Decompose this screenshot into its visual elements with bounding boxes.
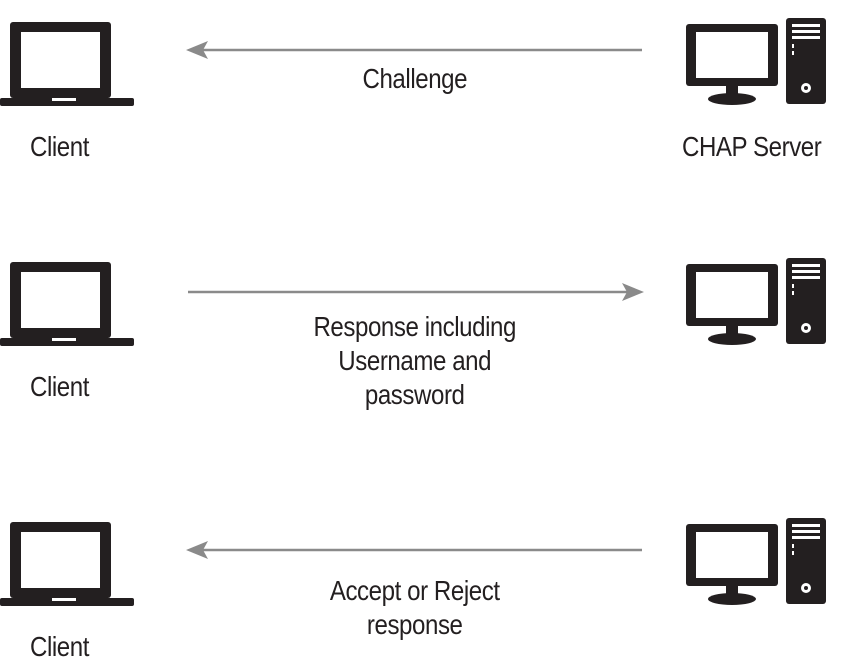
message-text: Response including Username and password	[313, 311, 517, 410]
desktop-server-icon	[686, 18, 826, 105]
arrow-to-server	[188, 283, 644, 301]
message-challenge: Challenge	[200, 62, 630, 96]
arrow-to-client	[186, 541, 642, 559]
laptop-icon	[0, 522, 134, 606]
server-label: CHAP Server	[682, 131, 822, 162]
step-accept-reject: Client Accept or Reject response	[0, 500, 846, 670]
arrow-to-client	[186, 41, 642, 59]
message-text: Challenge	[362, 63, 468, 94]
message-text: Accept or Reject response	[330, 575, 500, 640]
message-accept-reject: Accept or Reject response	[200, 574, 630, 642]
desktop-server-icon	[686, 518, 826, 605]
client-label: Client	[30, 371, 89, 402]
client-label: Client	[30, 631, 89, 662]
desktop-server-icon	[686, 258, 826, 345]
laptop-icon	[0, 22, 134, 106]
message-response: Response including Username and password	[200, 310, 630, 412]
step-challenge: Client Challenge CHAP Server	[0, 0, 846, 200]
laptop-icon	[0, 262, 134, 346]
step-response: Client Response including Username and p…	[0, 240, 846, 450]
client-label: Client	[30, 131, 89, 162]
